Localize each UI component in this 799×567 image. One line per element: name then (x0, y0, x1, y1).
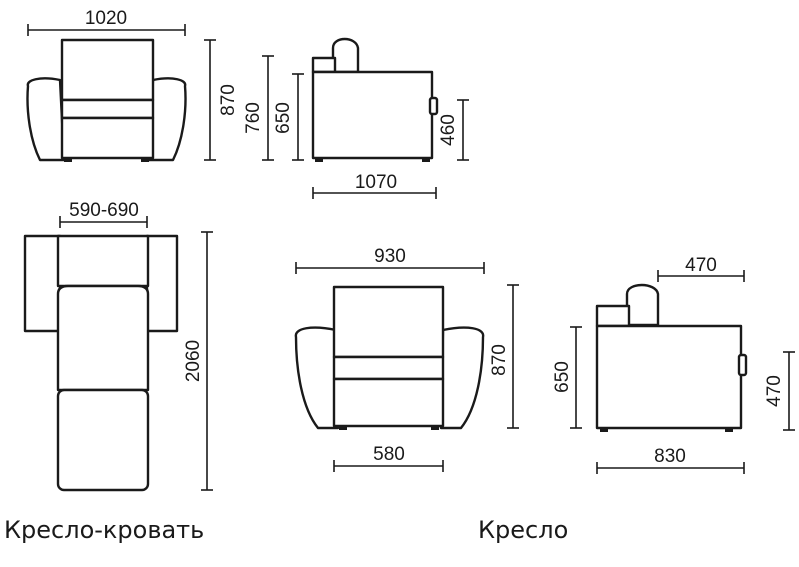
dim-armchair-side-top-depth: 470 (657, 255, 745, 282)
dim-armchair-seat-width: 580 (333, 444, 444, 472)
seat-cushion (332, 355, 445, 381)
sofa-bed-front-view (26, 38, 187, 162)
right-foot (141, 157, 149, 162)
dim-armchair-front-width: 930 (295, 246, 485, 274)
dim-label: 470 (764, 375, 785, 407)
dim-sofa-bed-front-height: 870 (204, 39, 239, 161)
caption-armchair: Кресло (478, 516, 568, 544)
dim-label: 650 (273, 102, 294, 134)
left-armrest (26, 77, 66, 162)
dim-label: 930 (374, 246, 406, 267)
side-foot (315, 157, 323, 162)
dim-sofa-bed-side-back-height: 650 (273, 73, 304, 161)
sofa-bed-side-view (311, 37, 439, 162)
side-body (311, 70, 434, 160)
dim-sofa-bed-side-total-height: 760 (243, 55, 274, 161)
dim-sofa-bed-sleep-length: 2060 (183, 231, 213, 491)
seat-base (332, 377, 445, 428)
dim-label: 590-690 (69, 200, 139, 221)
side-body (595, 324, 743, 430)
caption-sofa-bed: Кресло-кровать (4, 516, 204, 544)
backrest (60, 38, 155, 102)
dim-sofa-bed-side-arm-height: 460 (438, 99, 469, 161)
side-foot (422, 157, 430, 162)
seat-section (56, 284, 150, 392)
left-foot (64, 157, 72, 162)
dim-label: 870 (218, 84, 239, 116)
dim-label: 1070 (355, 172, 397, 193)
side-back-cushion (311, 56, 337, 74)
dim-armchair-front-height: 870 (489, 284, 519, 429)
dim-label: 650 (552, 361, 573, 393)
sofa-bed-unfolded-view (23, 234, 179, 492)
dim-armchair-side-arm-height: 470 (764, 351, 795, 431)
left-armrest (294, 326, 340, 430)
armchair-front-view (294, 285, 485, 430)
side-back-cushion (595, 304, 631, 328)
dim-sofa-bed-sleep-width: 590-690 (59, 200, 148, 228)
dim-armchair-side-back-height: 650 (552, 326, 582, 429)
left-arm-top (23, 234, 62, 333)
dim-label: 830 (654, 446, 686, 467)
armchair-side-view (595, 283, 748, 432)
right-armrest (439, 326, 485, 430)
seat-cushion (60, 98, 155, 120)
dim-sofa-bed-side-depth: 1070 (312, 172, 437, 199)
left-foot (339, 425, 347, 430)
right-arm-top (145, 234, 179, 333)
dim-label: 470 (685, 255, 717, 276)
leg-section (56, 388, 150, 492)
side-headrest (331, 37, 360, 74)
side-headrest (625, 283, 660, 327)
backrest (332, 285, 445, 359)
right-armrest (147, 77, 187, 162)
dim-armchair-side-depth: 830 (596, 446, 745, 474)
back-section (56, 234, 150, 288)
dim-label: 2060 (183, 340, 204, 382)
dim-sofa-bed-front-width: 1020 (27, 8, 186, 36)
side-foot (725, 427, 733, 432)
dim-label: 760 (243, 102, 264, 134)
side-knob (737, 353, 748, 377)
dim-label: 1020 (85, 8, 127, 29)
right-foot (431, 425, 439, 430)
dim-label: 870 (489, 344, 510, 376)
seat-base (60, 116, 155, 160)
side-foot (600, 427, 608, 432)
dim-label: 580 (373, 444, 405, 465)
side-knob (428, 96, 439, 116)
dim-label: 460 (438, 114, 459, 146)
